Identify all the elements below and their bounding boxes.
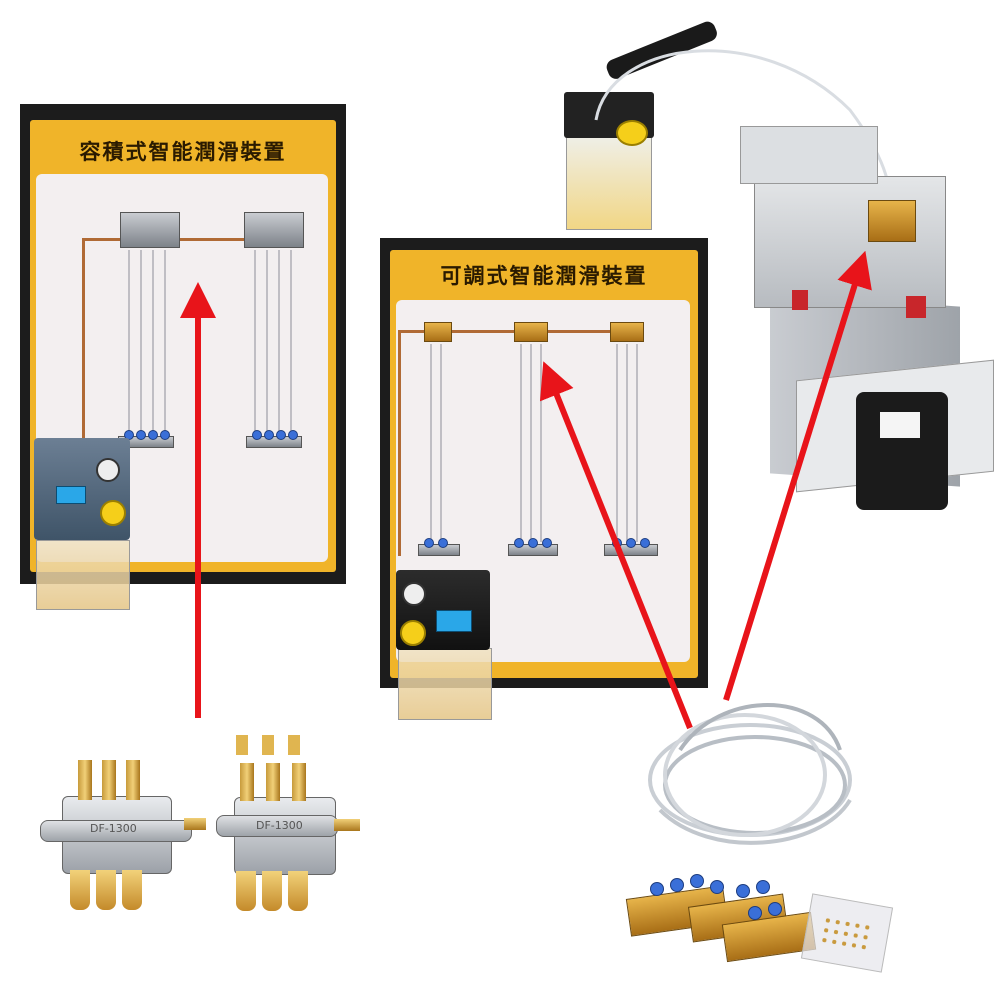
pump-display: [56, 486, 86, 504]
filler-cap: [400, 620, 426, 646]
oil-reservoir: [36, 540, 130, 610]
arrow-up-left-icon: [539, 361, 693, 730]
oil-reservoir: [398, 648, 492, 720]
filler-cap: [100, 500, 126, 526]
distributor-df1300-right: DF-1300: [212, 735, 362, 912]
distributor-block: [244, 212, 304, 248]
pressure-gauge: [96, 458, 120, 482]
pump-display: [436, 610, 472, 632]
distributor-label: DF-1300: [90, 822, 137, 835]
stepper-motor: [856, 392, 948, 510]
board-title: 可調式智能潤滑裝置: [440, 264, 648, 288]
arrow-up-right-icon: [723, 250, 872, 701]
distributor-df1300-left: DF-1300: [40, 760, 192, 912]
distributor-label: DF-1300: [256, 819, 303, 832]
distributor-block-brass: [868, 200, 916, 242]
board-title: 容積式智能潤滑裝置: [79, 140, 287, 164]
filler-cap: [616, 120, 648, 146]
tubing-coil: [648, 703, 852, 845]
hand-pump-reservoir: [566, 136, 652, 230]
distributor-block: [120, 212, 180, 248]
pressure-gauge: [402, 582, 426, 606]
slide-end-plate: [740, 126, 878, 184]
